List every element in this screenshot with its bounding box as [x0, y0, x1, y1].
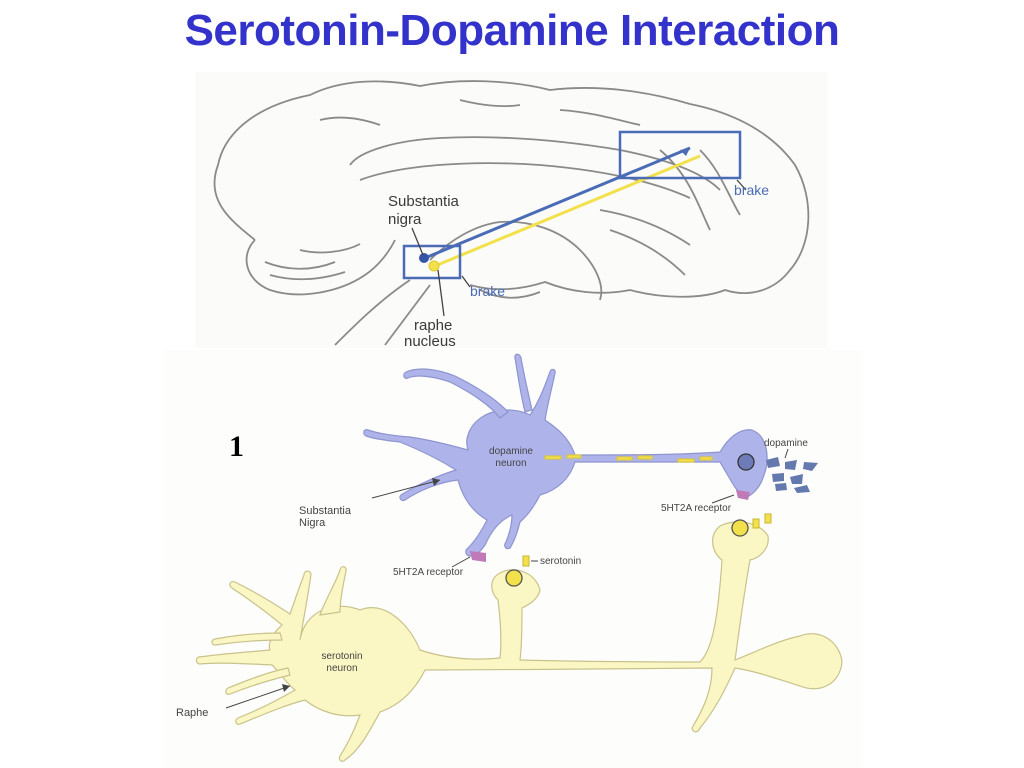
serotonin-neuron-label-2: neuron [326, 663, 357, 674]
dopamine-axon-vesicles [544, 454, 713, 463]
dopamine-neuron-label-2: neuron [495, 458, 526, 469]
brain-outline [213, 80, 810, 346]
substantia-nigra-label-1: Substantia [299, 505, 352, 517]
raphe-arrow [225, 685, 291, 709]
raphe-arrowhead [282, 684, 290, 692]
slide-number: 1 [229, 430, 244, 463]
dopamine-molecule-label: dopamine [764, 438, 808, 449]
substantia-nigra-arrow [371, 479, 441, 499]
brake-label-top: brake [734, 182, 769, 198]
dopamine-terminal-vesicle [737, 453, 755, 471]
brain-panel [195, 72, 827, 348]
dopamine-label-leader [784, 448, 789, 459]
brake-label-bottom: brake [470, 283, 505, 299]
raphe-label-2: nucleus [404, 333, 456, 350]
cortex-box [618, 130, 742, 180]
raphe-leader [437, 269, 445, 317]
brake-leader-bottom [461, 275, 471, 288]
serotonin-neuron-label-1: serotonin [321, 651, 362, 662]
serotonin-molecule-3 [764, 513, 772, 524]
substantia-nigra-label-2: Nigra [299, 517, 326, 529]
receptor-left-label: 5HT2A receptor [393, 567, 464, 578]
serotonin-molecule-2 [752, 518, 760, 529]
receptor-left-leader [451, 556, 471, 568]
serotonin-molecule-label: serotonin [540, 556, 581, 567]
serotonin-molecule-1 [522, 555, 530, 567]
substantia-nigra-dot [419, 253, 429, 263]
pathway-arrowhead [680, 148, 690, 156]
dopamine-molecules [766, 457, 818, 493]
raphe-neuron-label: Raphe [176, 707, 208, 719]
raphe-dot [428, 260, 440, 272]
serotonin-terminal-left [505, 569, 523, 587]
receptor-right-label: 5HT2A receptor [661, 503, 732, 514]
raphe-label-1: raphe [414, 317, 452, 334]
serotonin-pathway [434, 154, 701, 268]
5ht2a-receptor-left [470, 551, 486, 562]
substantia-label-1: Substantia [388, 193, 460, 210]
substantia-leader [411, 227, 424, 256]
dopamine-neuron-label-1: dopamine [489, 446, 533, 457]
brake-leader-top [736, 179, 747, 191]
serotonin-neuron [195, 521, 843, 762]
brainstem-box [402, 244, 462, 280]
page-title: Serotonin-Dopamine Interaction [184, 6, 840, 55]
5ht2a-receptor-right [736, 490, 750, 500]
substantia-label-2: nigra [388, 211, 422, 228]
serotonin-terminal-right [731, 519, 749, 537]
substantia-nigra-arrowhead [432, 478, 440, 486]
dopamine-pathway [424, 146, 691, 260]
receptor-right-leader [711, 494, 735, 504]
